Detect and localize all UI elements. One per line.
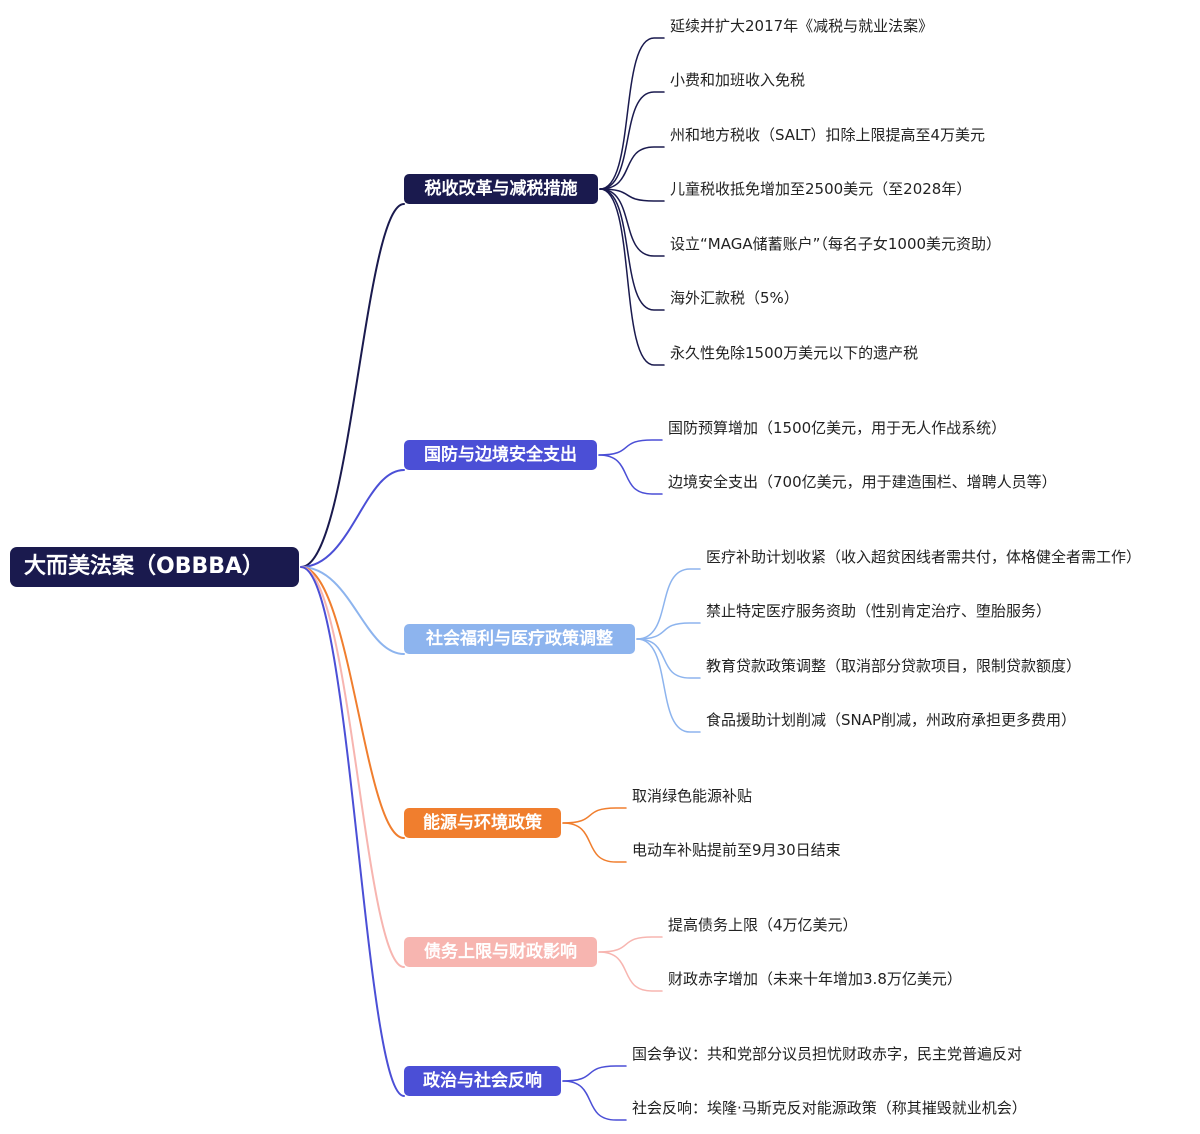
branch-defense-border[interactable]: 国防与边境安全支出 — [404, 440, 597, 470]
branch-tax-reform[interactable]: 税收改革与减税措施 — [404, 174, 598, 204]
leaf-tax-5[interactable]: 设立“MAGA储蓄账户”（每名子女1000美元资助） — [670, 235, 1002, 253]
branch-to-leaf-link-16 — [598, 951, 663, 992]
branch-to-leaf-link-10 — [636, 622, 701, 640]
leaf-tax-3[interactable]: 州和地方税收（SALT）扣除上限提高至4万美元 — [670, 126, 986, 144]
branch-politics-society[interactable]: 政治与社会反响 — [404, 1066, 561, 1096]
leaf-welfare-4[interactable]: 食品援助计划削减（SNAP削减，州政府承担更多费用） — [706, 711, 1077, 729]
branch-to-leaf-link-5 — [599, 188, 665, 311]
root-node[interactable]: 大而美法案（OBBBA） — [10, 547, 299, 587]
leaf-tax-1[interactable]: 延续并扩大2017年《减税与就业法案》 — [670, 17, 934, 35]
root-to-branch-link-5 — [300, 566, 405, 1097]
branch-to-leaf-link-4 — [599, 188, 665, 257]
branch-to-leaf-link-8 — [598, 454, 663, 495]
branch-to-leaf-link-7 — [598, 439, 663, 456]
branch-to-leaf-link-13 — [562, 807, 627, 824]
branch-to-leaf-link-2 — [599, 146, 665, 190]
root-to-branch-link-4 — [300, 566, 405, 968]
branch-to-leaf-link-9 — [636, 568, 701, 640]
branch-to-leaf-link-17 — [562, 1065, 627, 1082]
leaf-tax-6[interactable]: 海外汇款税（5%） — [670, 289, 799, 307]
branch-to-leaf-link-3 — [599, 188, 665, 202]
leaf-energy-1[interactable]: 取消绿色能源补贴 — [632, 787, 753, 805]
leaf-welfare-2[interactable]: 禁止特定医疗服务资助（性别肯定治疗、堕胎服务） — [706, 602, 1052, 620]
branch-to-leaf-link-12 — [636, 638, 701, 733]
branch-to-leaf-link-18 — [562, 1080, 627, 1121]
leaf-defense-2[interactable]: 边境安全支出（700亿美元，用于建造围栏、增聘人员等） — [668, 473, 1057, 491]
branch-energy-env[interactable]: 能源与环境政策 — [404, 808, 561, 838]
branch-to-leaf-link-1 — [599, 91, 665, 190]
root-to-branch-link-2 — [300, 566, 405, 655]
leaf-energy-2[interactable]: 电动车补贴提前至9月30日结束 — [632, 841, 841, 859]
leaf-politics-1[interactable]: 国会争议：共和党部分议员担忧财政赤字，民主党普遍反对 — [632, 1045, 1023, 1063]
branch-debt-fiscal[interactable]: 债务上限与财政影响 — [404, 937, 597, 967]
leaf-tax-7[interactable]: 永久性免除1500万美元以下的遗产税 — [670, 344, 919, 362]
root-to-branch-link-0 — [300, 203, 405, 568]
branch-to-leaf-link-15 — [598, 936, 663, 953]
leaf-politics-2[interactable]: 社会反响：埃隆·马斯克反对能源政策（称其摧毁就业机会） — [632, 1099, 1027, 1117]
branch-to-leaf-link-6 — [599, 188, 665, 366]
root-to-branch-link-3 — [300, 566, 405, 839]
branch-to-leaf-link-11 — [636, 638, 701, 679]
leaf-debt-1[interactable]: 提高债务上限（4万亿美元） — [668, 916, 858, 934]
leaf-welfare-1[interactable]: 医疗补助计划收紧（收入超贫困线者需共付，体格健全者需工作） — [706, 548, 1142, 566]
leaf-tax-4[interactable]: 儿童税收抵免增加至2500美元（至2028年） — [670, 180, 972, 198]
branch-to-leaf-link-14 — [562, 822, 627, 863]
leaf-welfare-3[interactable]: 教育贷款政策调整（取消部分贷款项目，限制贷款额度） — [706, 657, 1082, 675]
leaf-debt-2[interactable]: 财政赤字增加（未来十年增加3.8万亿美元） — [668, 970, 962, 988]
leaf-tax-2[interactable]: 小费和加班收入免税 — [670, 71, 806, 89]
branch-to-leaf-link-0 — [599, 37, 665, 190]
leaf-defense-1[interactable]: 国防预算增加（1500亿美元，用于无人作战系统） — [668, 419, 1007, 437]
root-to-branch-link-1 — [300, 469, 405, 568]
branch-welfare-medical[interactable]: 社会福利与医疗政策调整 — [404, 624, 635, 654]
